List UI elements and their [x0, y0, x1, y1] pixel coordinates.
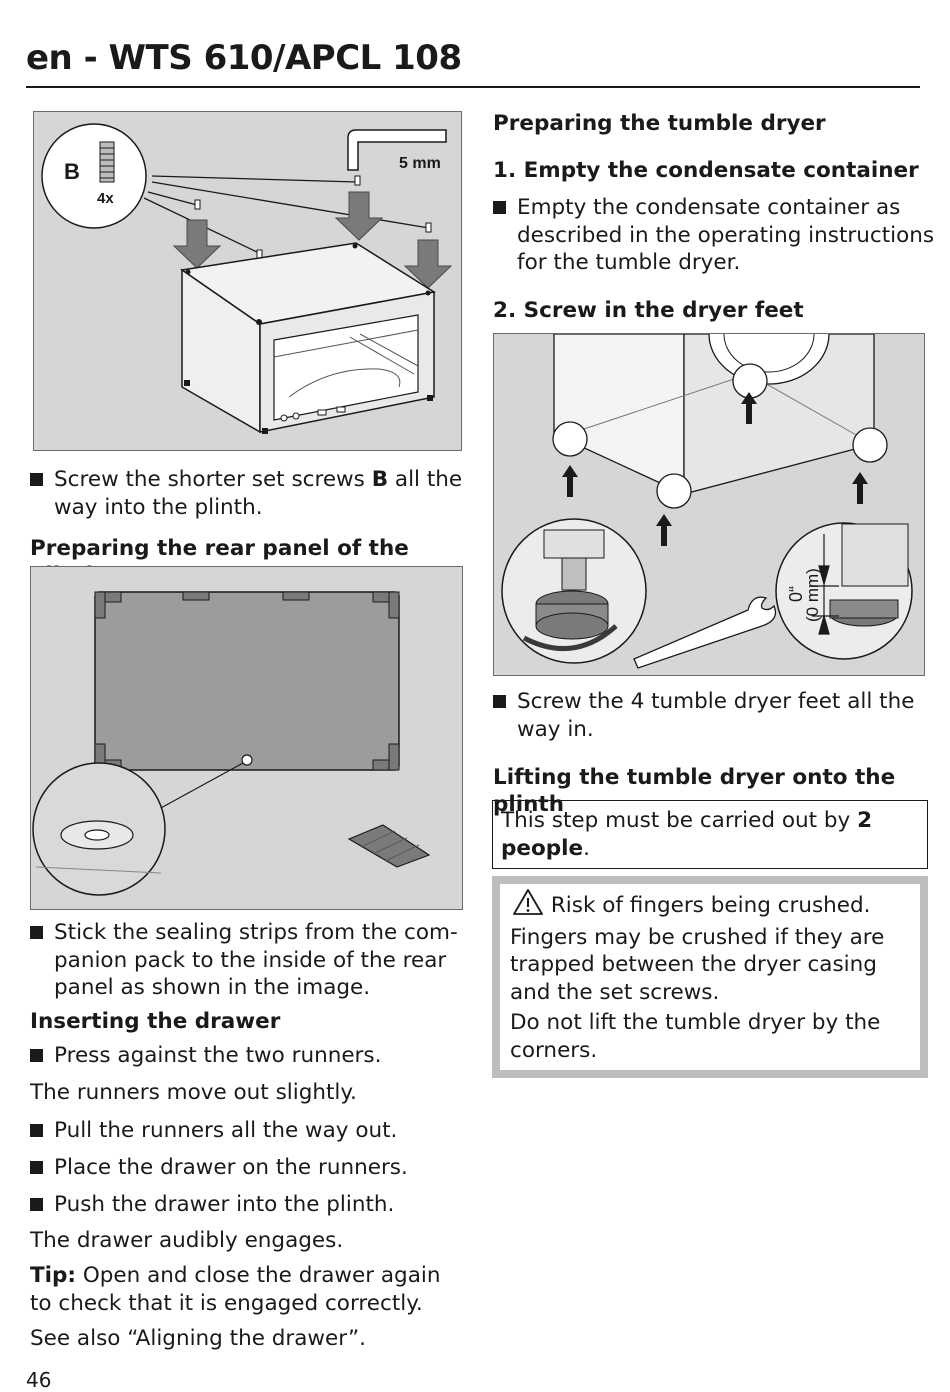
screw-b-label: B	[64, 159, 80, 184]
warning-title: Risk of fingers being crushed.	[550, 893, 871, 918]
hex-key-size-label: 5 mm	[399, 155, 441, 172]
page-title: en - WTS 610/APCL 108	[26, 38, 462, 78]
heading-inserting-drawer: Inserting the drawer	[30, 1009, 281, 1034]
tip-paragraph: Tip: Open and close the drawer again to …	[30, 1262, 466, 1317]
warning-body-2: Do not lift the tumble dryer by the corn…	[510, 1010, 881, 1063]
warning-triangle-icon	[513, 889, 543, 915]
heading-lifting-dryer: Lifting the tumble dryer onto the plinth	[493, 765, 896, 817]
title-rule	[26, 86, 920, 88]
tip-text: Open and close the drawer again to check…	[30, 1263, 441, 1316]
tip-label: Tip:	[30, 1263, 77, 1288]
figure-rear-panel	[30, 566, 463, 910]
figure-dryer-feet: 0“ (0 mm)	[493, 333, 925, 676]
step-sealing-strips: Stick the sealing strips from the com­pa…	[30, 919, 490, 1002]
result-runners-move: The runners move out slightly.	[30, 1080, 357, 1105]
two-people-note: This step must be carried out by 2 peopl…	[492, 800, 928, 869]
warning-body-1: Fingers may be crushed if they are trapp…	[510, 924, 885, 1005]
zero-inch-label: 0“	[786, 586, 806, 602]
heading-step-1: 1. Empty the condensate container	[493, 158, 919, 183]
step-press-runners: Press against the two runners.	[30, 1042, 490, 1070]
step-dryer-feet: Screw the 4 tumble dryer feet all the wa…	[493, 688, 937, 743]
result-drawer-engages: The drawer audibly engages.	[30, 1228, 344, 1253]
step-empty-container: Empty the condensate container as descri…	[493, 194, 937, 277]
zero-mm-label: (0 mm)	[803, 568, 822, 622]
step-set-screws: Screw the shorter set screws B all the w…	[30, 466, 490, 521]
warning-title-row: Risk of fingers being crushed.	[510, 888, 910, 920]
set-screw-icon	[99, 141, 115, 183]
step-pull-runners: Pull the runners all the way out.	[30, 1117, 490, 1145]
warning-box: Risk of fingers being crushed. Fingers m…	[492, 876, 928, 1078]
figure-set-screws: 5 mm B 4x	[33, 111, 462, 451]
step-place-drawer: Place the drawer on the runners.	[30, 1154, 490, 1182]
heading-preparing-dryer: Preparing the tumble dryer	[493, 111, 826, 136]
see-also-reference: See also “Aligning the drawer”.	[30, 1326, 366, 1351]
heading-step-2: 2. Screw in the dryer feet	[493, 298, 804, 323]
step-push-drawer: Push the drawer into the plinth.	[30, 1191, 490, 1219]
page-number: 46	[26, 1368, 52, 1392]
screw-count-label: 4x	[97, 190, 114, 207]
